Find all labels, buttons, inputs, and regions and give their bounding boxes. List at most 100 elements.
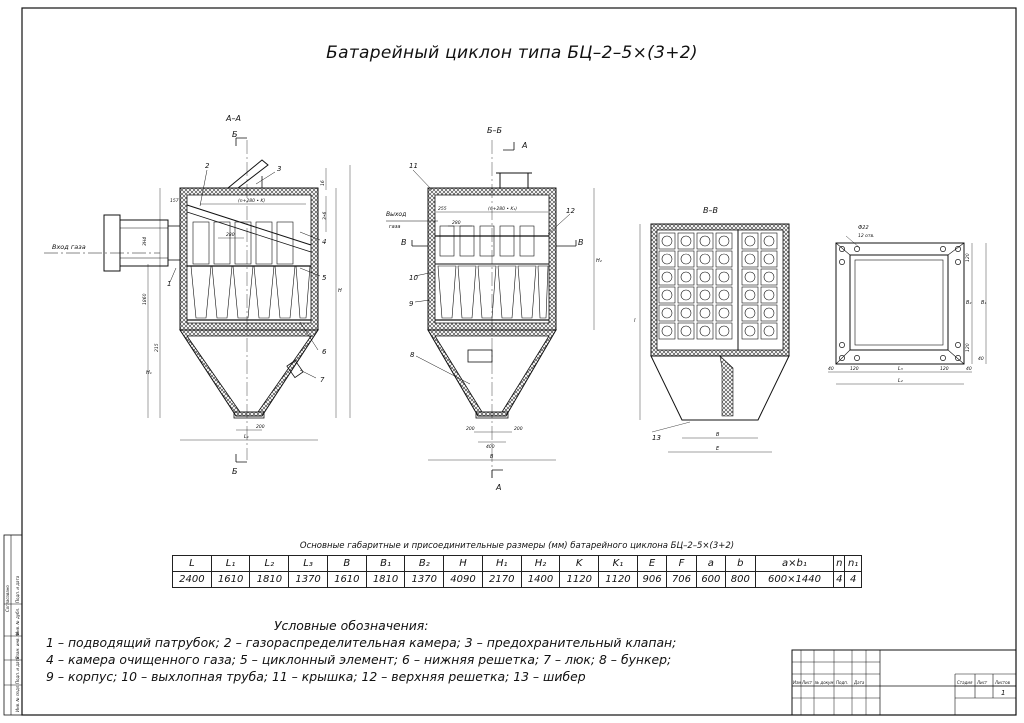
legend-heading: Условные обозначения: [274,618,429,633]
cyclone-tube [699,271,711,283]
bolt-hole [955,342,961,348]
cyclone-cell [715,304,733,322]
view-vv-text: В–В 13 l B E [634,206,720,452]
aa-dim-9: H₁ [146,370,152,376]
cyclone-cell [696,250,714,268]
cyclone-cell [677,250,695,268]
table-header-cell: B₂ [404,555,445,572]
drawing-title: Батарейный циклон типа БЦ–2–5×(3+2) [326,43,698,63]
cyclone-tube [763,289,775,301]
bb-dim-1: 255 [438,206,447,212]
cyclone-cell [715,322,733,340]
flange-dim-c: B₂ [966,300,971,306]
callout-10: 10 [409,274,418,282]
flange-dim-g: L₃ [898,366,903,372]
cyclone-cell [696,286,714,304]
bolt-hole [854,355,860,361]
cyclone-cell [677,232,695,250]
margin-stamp-text-5: Подп. и дата [15,575,20,603]
bb-dim-6: 200 [514,426,523,432]
cyclone-cell [696,232,714,250]
table-value-cell: 4 [844,571,862,588]
table-value-cell: 4090 [443,571,483,588]
cyclone-tube [718,289,730,301]
margin-stamp-text-1: Инв. № подл. [15,684,20,712]
cyclone-tube [744,289,756,301]
cyclone-tube [763,235,775,247]
margin-stamp: Инв. № подл. Подп. и дата Взам. инв. № И… [3,534,23,716]
table-caption: Основные габаритные и присоединительные … [299,541,735,551]
bolt-hole [940,355,946,361]
bolt-hole [955,355,961,361]
flange-text: Ф22 12 отв. 120 120 B₂ B₁ 40 120 L₃ 120 … [828,225,986,384]
stamp-col-sign: Подп. [836,680,848,685]
legend-line: 9 – корпус; 10 – выхлопная труба; 11 – к… [46,669,586,684]
cyclone-tube [718,235,730,247]
table-header-cell: H [443,555,483,572]
title-block-labels: Изм Лист № докум. Подп. Дата Стадия Лист… [793,680,1011,697]
cyclone-cell [760,304,778,322]
table-header-cell: n₁ [844,555,862,572]
callout-12: 12 [566,207,575,215]
cyclone-cell [658,304,676,322]
outlet-sub: газа [389,224,400,230]
table-value-cell: 1610 [326,571,367,588]
margin-stamp-text-2: Подп. и дата [15,656,20,684]
table-header-cell: n [833,555,846,572]
aa-dim-11: 200 [256,424,265,430]
table-value-cell: 1120 [598,571,638,588]
callout-7: 7 [320,376,325,384]
cyclone-cell [677,268,695,286]
table-value-cell: 600×1440 [754,571,835,588]
callout-5: 5 [322,274,327,282]
flange-hole-note-1: Ф22 [858,225,869,231]
flange-dim-i: L₂ [898,378,903,384]
cyclone-tube [680,271,692,283]
view-bb-text: Б–Б А А В В 8 9 10 11 12 Выход газа 255 … [386,126,602,492]
aa-dim-3: 157 [170,198,179,204]
cyclone-tube [744,271,756,283]
legend-line: 4 – камера очищенного газа; 5 – циклонны… [46,652,672,667]
flange-view [828,235,987,385]
inlet-label: Вход газа [52,243,86,251]
cyclone-cell [715,250,733,268]
flange-dim-h: 120 [940,366,949,372]
cyclone-cell [741,268,759,286]
vv-dim-e: E [716,446,720,452]
cyclone-tube [661,325,673,337]
bolt-hole [955,246,961,252]
aa-dim-12: L₁ [244,434,249,440]
bolt-hole [839,246,845,252]
aa-dim-7: 1860 [142,293,148,305]
cyclone-cell [658,250,676,268]
cyclone-tube [718,325,730,337]
table-header-cell: H₁ [481,555,522,572]
cyclone-cell [760,286,778,304]
cyclone-tube [680,289,692,301]
bb-dim-4: H₂ [596,258,602,264]
stamp-sheets-value: 1 [1001,689,1005,697]
cyclone-tube [744,235,756,247]
flange-dim-e: 40 [828,366,834,372]
callout-3: 3 [277,165,281,173]
stamp-col-izm: Изм [793,680,801,685]
view-aa-text: А–А Б Б 1 2 3 4 5 6 7 Вход газа 16 3•6 1… [52,114,342,476]
table-header-cell: E [636,555,668,572]
cyclone-cell [658,322,676,340]
table-header-cell: K [559,555,600,572]
callout-13: 13 [652,434,661,442]
cyclone-tube [699,325,711,337]
flange-dim-b: 120 [965,343,971,352]
flange-hole-note-2: 12 отв. [858,233,875,239]
callout-11: 11 [409,162,418,170]
cyclone-tube [661,271,673,283]
bb-dim-2: 280 [452,220,461,226]
cyclone-tube [763,271,775,283]
cyclone-cell [696,322,714,340]
cyclone-cell [658,286,676,304]
view-bb-side-right: В [578,238,584,247]
flange-dim-k: 40 [978,356,984,362]
cyclone-cell [658,268,676,286]
